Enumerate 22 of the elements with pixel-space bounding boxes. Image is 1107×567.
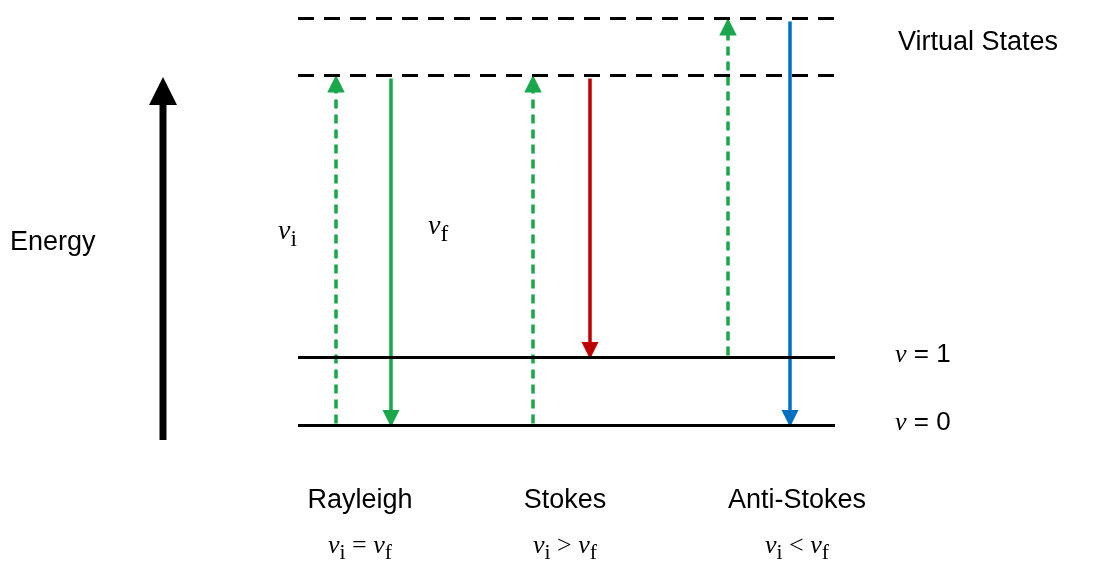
virtual-state-line <box>298 74 835 77</box>
text-label: Energy <box>10 226 96 257</box>
level-label: v = 0 <box>895 406 951 437</box>
arrow <box>719 18 737 356</box>
text-label: Virtual States <box>898 26 1059 57</box>
text-label: Anti-Stokes <box>727 484 867 515</box>
text-label: Rayleigh <box>307 484 413 515</box>
formula-label: v$_{i}$ <box>278 214 297 252</box>
energy-level-line <box>298 356 835 359</box>
level-label: v = 1 <box>895 338 951 369</box>
virtual-state-line <box>298 17 835 20</box>
arrow <box>524 75 542 424</box>
text-label: Stokes <box>523 484 607 515</box>
arrow <box>327 75 345 424</box>
formula-label: v$_{f}$ <box>428 209 449 247</box>
formula-label: v$_{i}$ > v$_{f}$ <box>533 530 597 566</box>
arrow <box>581 78 599 359</box>
arrow <box>781 21 799 427</box>
formula-label: v$_{i}$ = v$_{f}$ <box>328 530 392 566</box>
energy-level-line <box>298 424 835 427</box>
formula-label: v$_{i}$ < v$_{f}$ <box>765 530 829 566</box>
arrow <box>382 78 400 427</box>
